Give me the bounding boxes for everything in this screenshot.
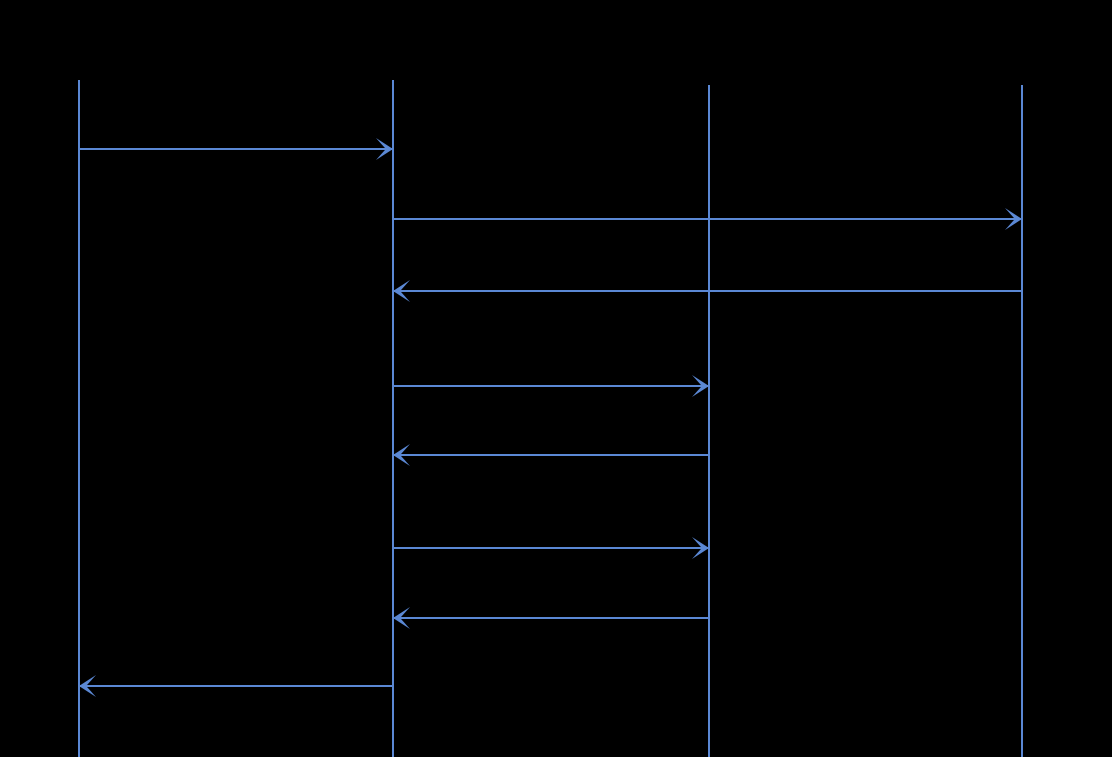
- message-5: [393, 444, 709, 466]
- messages-group: [79, 138, 1022, 697]
- message-6: [393, 537, 709, 559]
- message-arrowhead-1: [376, 138, 393, 160]
- message-7: [393, 607, 709, 629]
- message-arrowhead-2: [1005, 208, 1022, 230]
- message-2: [393, 208, 1022, 230]
- message-3: [393, 280, 1022, 302]
- message-1: [79, 138, 393, 160]
- message-arrowhead-6: [692, 537, 709, 559]
- message-4: [393, 375, 709, 397]
- message-arrowhead-3: [393, 280, 410, 302]
- lifelines-group: [78, 80, 1023, 757]
- message-arrowhead-4: [692, 375, 709, 397]
- message-arrowhead-5: [393, 444, 410, 466]
- message-arrowhead-8: [79, 675, 96, 697]
- message-arrowhead-7: [393, 607, 410, 629]
- message-8: [79, 675, 393, 697]
